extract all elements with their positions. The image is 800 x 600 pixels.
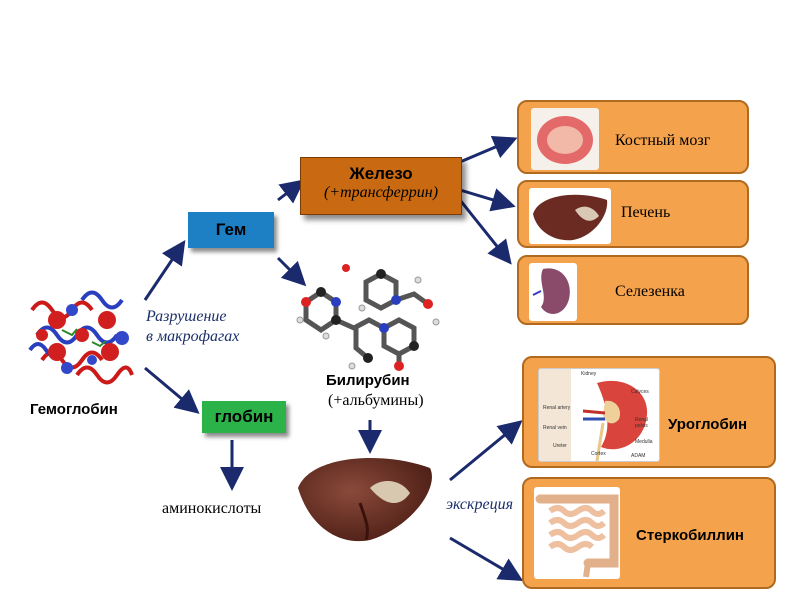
- kidney-diagram-image: Kidney Calyces Renal artery Renal vein R…: [538, 368, 660, 462]
- breakdown-label-line2: в макрофагах: [146, 328, 240, 345]
- spleen-image: [529, 263, 577, 321]
- heme-box: Гем: [188, 212, 274, 248]
- bilirubin-title: Билирубин: [326, 372, 410, 389]
- hemoglobin-molecule-image: [28, 290, 134, 385]
- breakdown-label-line1: Разрушение: [146, 308, 227, 325]
- bone-marrow-label: Костный мозг: [615, 132, 711, 149]
- amino-acids-label: аминокислоты: [162, 500, 262, 517]
- iron-title: Железо: [349, 164, 413, 183]
- liver-image: [298, 457, 432, 542]
- arrow-hemoglobin-heme: [143, 240, 186, 301]
- kidney-label-medulla: Medulla: [635, 439, 653, 445]
- kidney-label-ureter: Ureter: [553, 443, 567, 449]
- uroglobin-label: Уроглобин: [668, 416, 747, 433]
- hemoglobin-label: Гемоглобин: [30, 401, 118, 418]
- arrow-liver-uroglobin: [449, 420, 523, 482]
- kidney-label-calyces: Calyces: [631, 389, 649, 395]
- arrow-hemoglobin-globin: [144, 366, 200, 414]
- liver-label: Печень: [621, 204, 671, 221]
- kidney-label-adam: ADAM: [631, 453, 646, 459]
- intestine-image: [534, 487, 620, 579]
- excretion-label: экскреция: [446, 496, 514, 513]
- liver-thumb-image: [529, 188, 611, 244]
- kidney-label-cortex: Cortex: [591, 451, 606, 457]
- arrow-iron-bonemarrow: [459, 135, 518, 164]
- organ-box-stercobilin: Стеркобиллин: [522, 477, 776, 589]
- kidney-label-renal-pelvis: Renal pelvis: [635, 417, 649, 429]
- iron-subtitle: (+трансферрин): [323, 184, 439, 201]
- spleen-label: Селезенка: [615, 283, 685, 300]
- heme-label: Гем: [215, 220, 247, 239]
- arrow-heme-iron: [277, 179, 305, 204]
- arrow-heme-bilirubin: [276, 256, 307, 287]
- arrow-liver-stercobilin: [449, 536, 524, 582]
- organ-box-liver: Печень: [517, 180, 749, 248]
- arrow-iron-spleen: [458, 199, 512, 265]
- bilirubin-molecule-image: [296, 264, 440, 371]
- iron-box: Железо (+трансферрин): [300, 157, 462, 215]
- stercobilin-label: Стеркобиллин: [636, 527, 744, 544]
- organ-box-spleen: Селезенка: [517, 255, 749, 325]
- kidney-label-kidney: Kidney: [581, 371, 597, 377]
- bilirubin-subtitle: (+альбумины): [328, 392, 424, 409]
- arrow-iron-liver: [459, 188, 516, 212]
- globin-box: глобин: [202, 401, 286, 433]
- organ-box-bone-marrow: Костный мозг: [517, 100, 749, 174]
- bone-marrow-image: [531, 108, 599, 170]
- breakdown-label: Разрушение в макрофагах: [146, 307, 239, 347]
- kidney-label-renal-artery: Renal artery: [543, 405, 571, 411]
- globin-label: глобин: [214, 407, 274, 426]
- organ-box-uroglobin: Kidney Calyces Renal artery Renal vein R…: [522, 356, 776, 468]
- kidney-label-renal-vein: Renal vein: [543, 425, 567, 431]
